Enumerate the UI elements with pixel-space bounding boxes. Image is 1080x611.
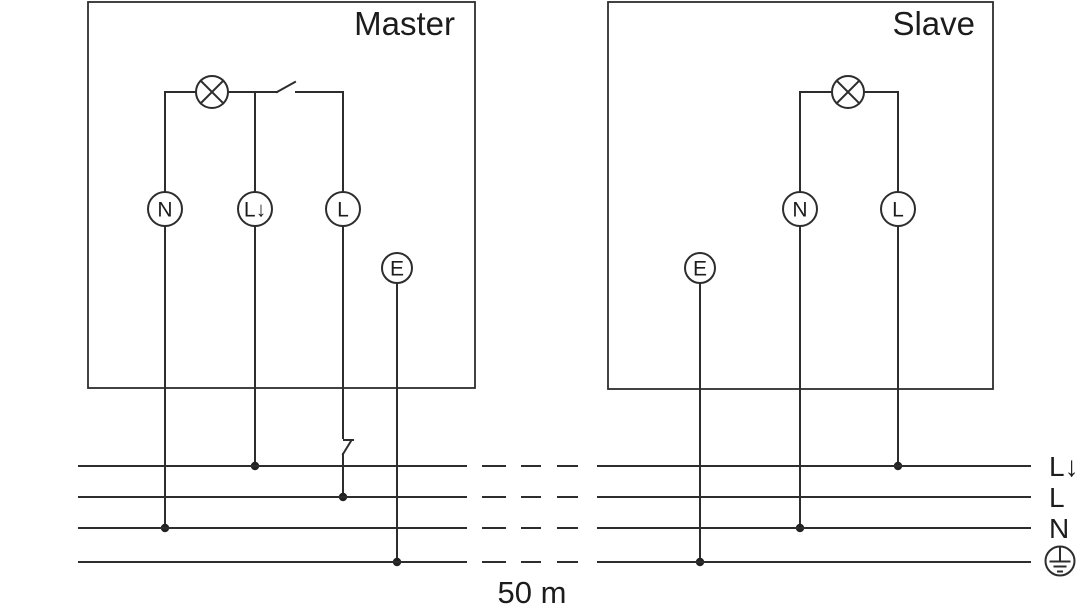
master-terminal-n: N: [147, 191, 183, 227]
terminal-label-n: N: [792, 199, 807, 222]
master-box-outline: [87, 1, 476, 389]
inline-switch-icon: [341, 439, 354, 456]
terminal-label-l: L: [892, 199, 904, 222]
lamp-cross: [199, 79, 225, 105]
slave-box-title: Slave: [892, 5, 975, 42]
master-wire-l-riser: [295, 91, 344, 193]
inline-switch-lever: [341, 439, 353, 456]
slave-wire-n-riser: [799, 91, 833, 193]
bus-label-n: N: [1049, 513, 1069, 544]
lamp-cross: [835, 79, 861, 105]
slave-terminal-e: E: [684, 252, 716, 284]
terminal-label-n: N: [157, 199, 172, 222]
bus-labels: L↓ L N: [1044, 451, 1079, 577]
terminal-label-l-switched: L↓: [244, 199, 266, 222]
master-terminal-e: E: [381, 252, 413, 284]
slave-terminal-l: L: [880, 191, 916, 227]
slave-lamp-icon: [831, 75, 865, 109]
terminal-label-e: E: [390, 258, 404, 281]
mains-bus-lines: [78, 465, 1031, 563]
bus-label-l-switched: L↓: [1049, 451, 1079, 482]
master-unit: Master N L↓: [87, 1, 476, 567]
slave-wire-l-riser: [863, 91, 899, 193]
switch-lever: [275, 80, 297, 94]
earth-icon: [1044, 545, 1076, 577]
master-wire-n-riser: [164, 91, 197, 193]
terminal-label-l: L: [337, 199, 349, 222]
master-switch-icon: [275, 80, 297, 94]
master-box-title: Master: [354, 5, 455, 42]
distance-label: 50 m: [498, 575, 567, 610]
master-lamp-icon: [195, 75, 229, 109]
slave-unit: Slave N L E: [607, 1, 994, 567]
master-terminal-l-switched: L↓: [237, 191, 273, 227]
terminal-label-e: E: [693, 258, 707, 281]
slave-terminal-n: N: [782, 191, 818, 227]
bus-label-l: L: [1049, 482, 1065, 513]
master-terminal-l: L: [325, 191, 361, 227]
